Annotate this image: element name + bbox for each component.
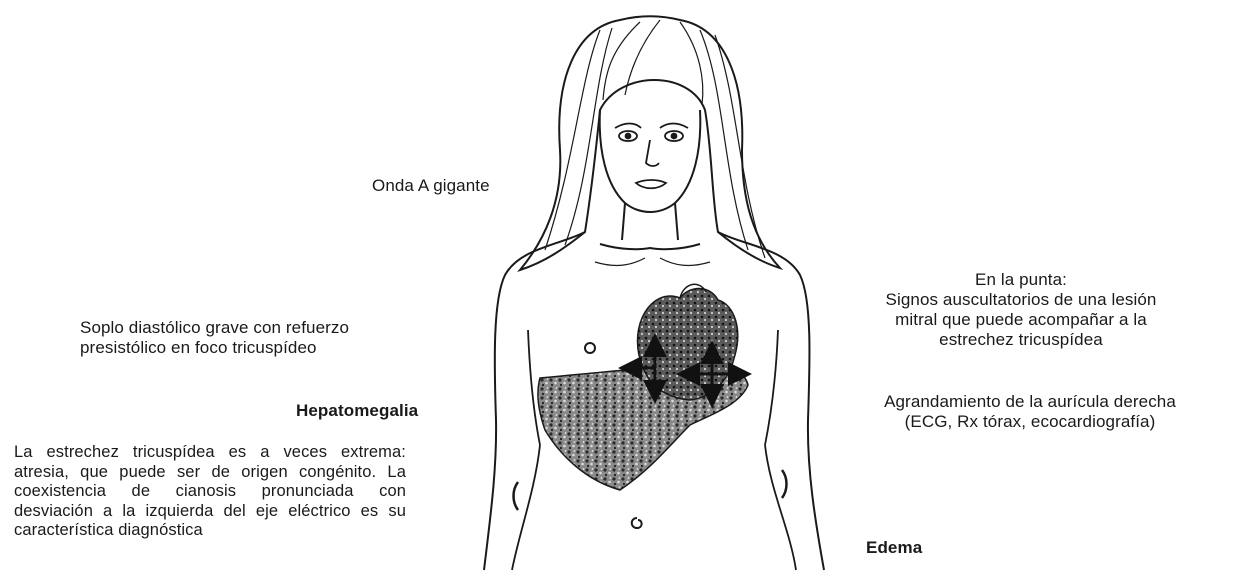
label-giant-a-wave: Onda A gigante (372, 176, 490, 196)
label-apex-signs: En la punta: Signos auscultatorios de un… (816, 270, 1226, 350)
navel (632, 518, 642, 528)
face (600, 110, 701, 212)
label-hepatomegaly: Hepatomegalia (296, 401, 418, 421)
nipple (585, 343, 595, 353)
neck (600, 203, 700, 249)
face-features (615, 124, 688, 189)
label-atresia-note: La estrechez tricuspídea es a veces extr… (14, 443, 406, 541)
label-diastolic-murmur: Soplo diastólico grave con refuerzo pres… (80, 318, 480, 358)
label-right-atrium-enlargement: Agrandamiento de la aurícula derecha (EC… (830, 392, 1230, 432)
label-edema: Edema (866, 538, 922, 558)
hair-strands (545, 20, 765, 258)
